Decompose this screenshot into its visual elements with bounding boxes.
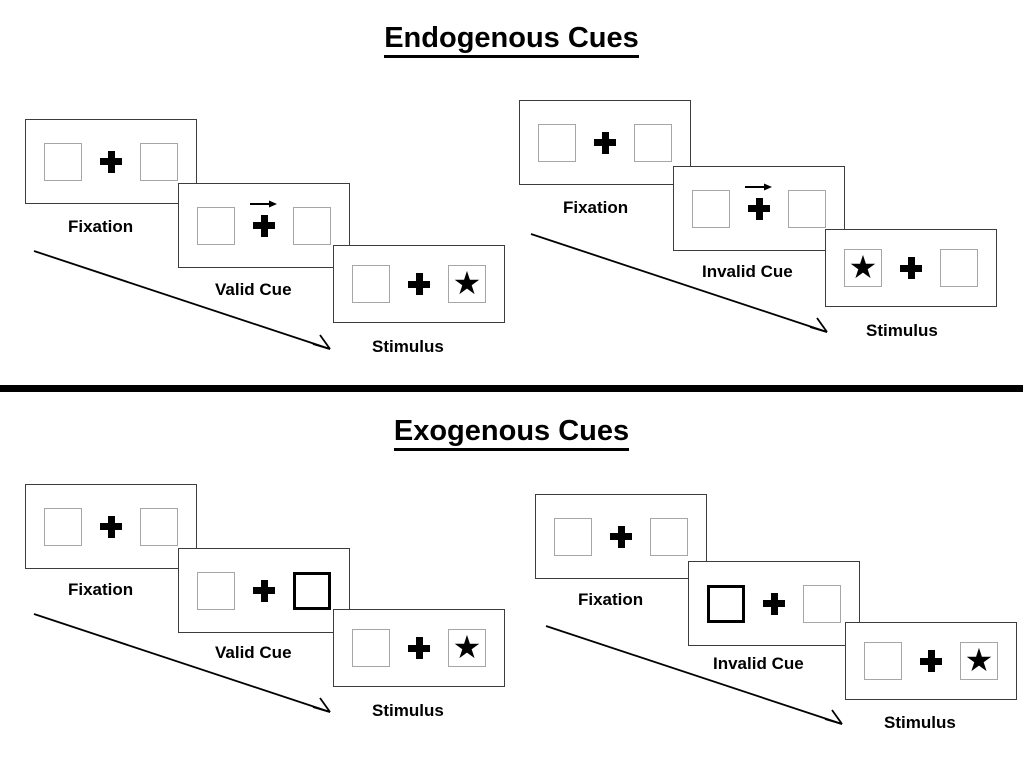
left-box [44,507,82,546]
section-title-endogenous-text: Endogenous Cues [384,22,639,58]
right-box [293,206,331,245]
section-title-exogenous: Exogenous Cues [0,415,1023,451]
section-divider [0,385,1023,392]
right-box-target: ★ [448,265,486,303]
right-arrow-cue-icon [250,200,277,207]
fixation-cross-icon [253,579,275,602]
stage-panel-exogenous-invalid-stimulus: ★ [845,622,1017,700]
stage-caption-endogenous-valid-fixation: Fixation [68,217,134,236]
left-box [864,642,902,680]
left-box-cued [707,584,745,623]
left-box [352,265,390,303]
left-box [538,123,576,162]
star-target-icon: ★ [964,642,994,678]
fixation-cross-icon [900,257,922,279]
right-box [140,507,178,546]
stage-panel-endogenous-invalid-cue [673,166,845,251]
right-box [650,517,688,556]
section-title-endogenous: Endogenous Cues [0,22,1023,58]
stage-caption-exogenous-valid-cue: Valid Cue [215,643,292,662]
right-box [140,142,178,181]
stage-caption-exogenous-invalid-cue: Invalid Cue [713,654,804,673]
fixation-cross-icon [408,273,430,295]
left-box [554,517,592,556]
stage-panel-exogenous-valid-fixation [25,484,197,569]
right-box [634,123,672,162]
right-box-cued [293,571,331,610]
fixation-cross-icon [920,650,942,672]
stage-caption-endogenous-valid-cue: Valid Cue [215,280,292,299]
left-box-target: ★ [844,249,882,287]
time-arrow-endogenous-valid [33,250,331,350]
stage-caption-exogenous-valid-fixation: Fixation [68,580,134,599]
stage-caption-endogenous-invalid-fixation: Fixation [563,198,629,217]
stage-caption-endogenous-invalid-stimulus: Stimulus [866,321,938,340]
time-arrow-endogenous-invalid [530,233,828,333]
left-box [692,189,730,228]
stage-panel-endogenous-invalid-fixation [519,100,691,185]
fixation-cross-icon [610,525,632,548]
right-arrow-cue-icon [745,183,772,190]
right-box [788,189,826,228]
stage-caption-endogenous-invalid-cue: Invalid Cue [702,262,793,281]
fixation-cross-icon [745,183,772,220]
stage-caption-endogenous-valid-stimulus: Stimulus [372,337,444,356]
section-title-exogenous-text: Exogenous Cues [393,415,630,451]
time-arrow-exogenous-valid [33,613,331,713]
stage-panel-endogenous-valid-fixation [25,119,197,204]
stage-panel-exogenous-valid-stimulus: ★ [333,609,505,687]
fixation-cross-icon [763,592,785,615]
fixation-cross-icon [100,150,122,173]
star-target-icon: ★ [848,249,878,285]
stage-panel-endogenous-valid-cue [178,183,350,268]
left-box [197,571,235,610]
left-box [352,629,390,667]
stage-panel-endogenous-valid-stimulus: ★ [333,245,505,323]
stage-panel-exogenous-invalid-cue [688,561,860,646]
stage-panel-endogenous-invalid-stimulus: ★ [825,229,997,307]
left-box [197,206,235,245]
star-target-icon: ★ [452,265,482,301]
time-arrow-exogenous-invalid [545,625,843,725]
stage-caption-exogenous-invalid-fixation: Fixation [578,590,644,609]
stage-panel-exogenous-invalid-fixation [535,494,707,579]
right-box [940,249,978,287]
fixation-cross-icon [408,637,430,659]
stage-caption-exogenous-invalid-stimulus: Stimulus [884,713,956,732]
right-box [803,584,841,623]
fixation-cross-icon [250,200,277,237]
fixation-cross-icon [100,515,122,538]
fixation-cross-icon [594,131,616,154]
right-box-target: ★ [960,642,998,680]
stage-panel-exogenous-valid-cue [178,548,350,633]
right-box-target: ★ [448,629,486,667]
stage-caption-exogenous-valid-stimulus: Stimulus [372,701,444,720]
left-box [44,142,82,181]
star-target-icon: ★ [452,629,482,665]
